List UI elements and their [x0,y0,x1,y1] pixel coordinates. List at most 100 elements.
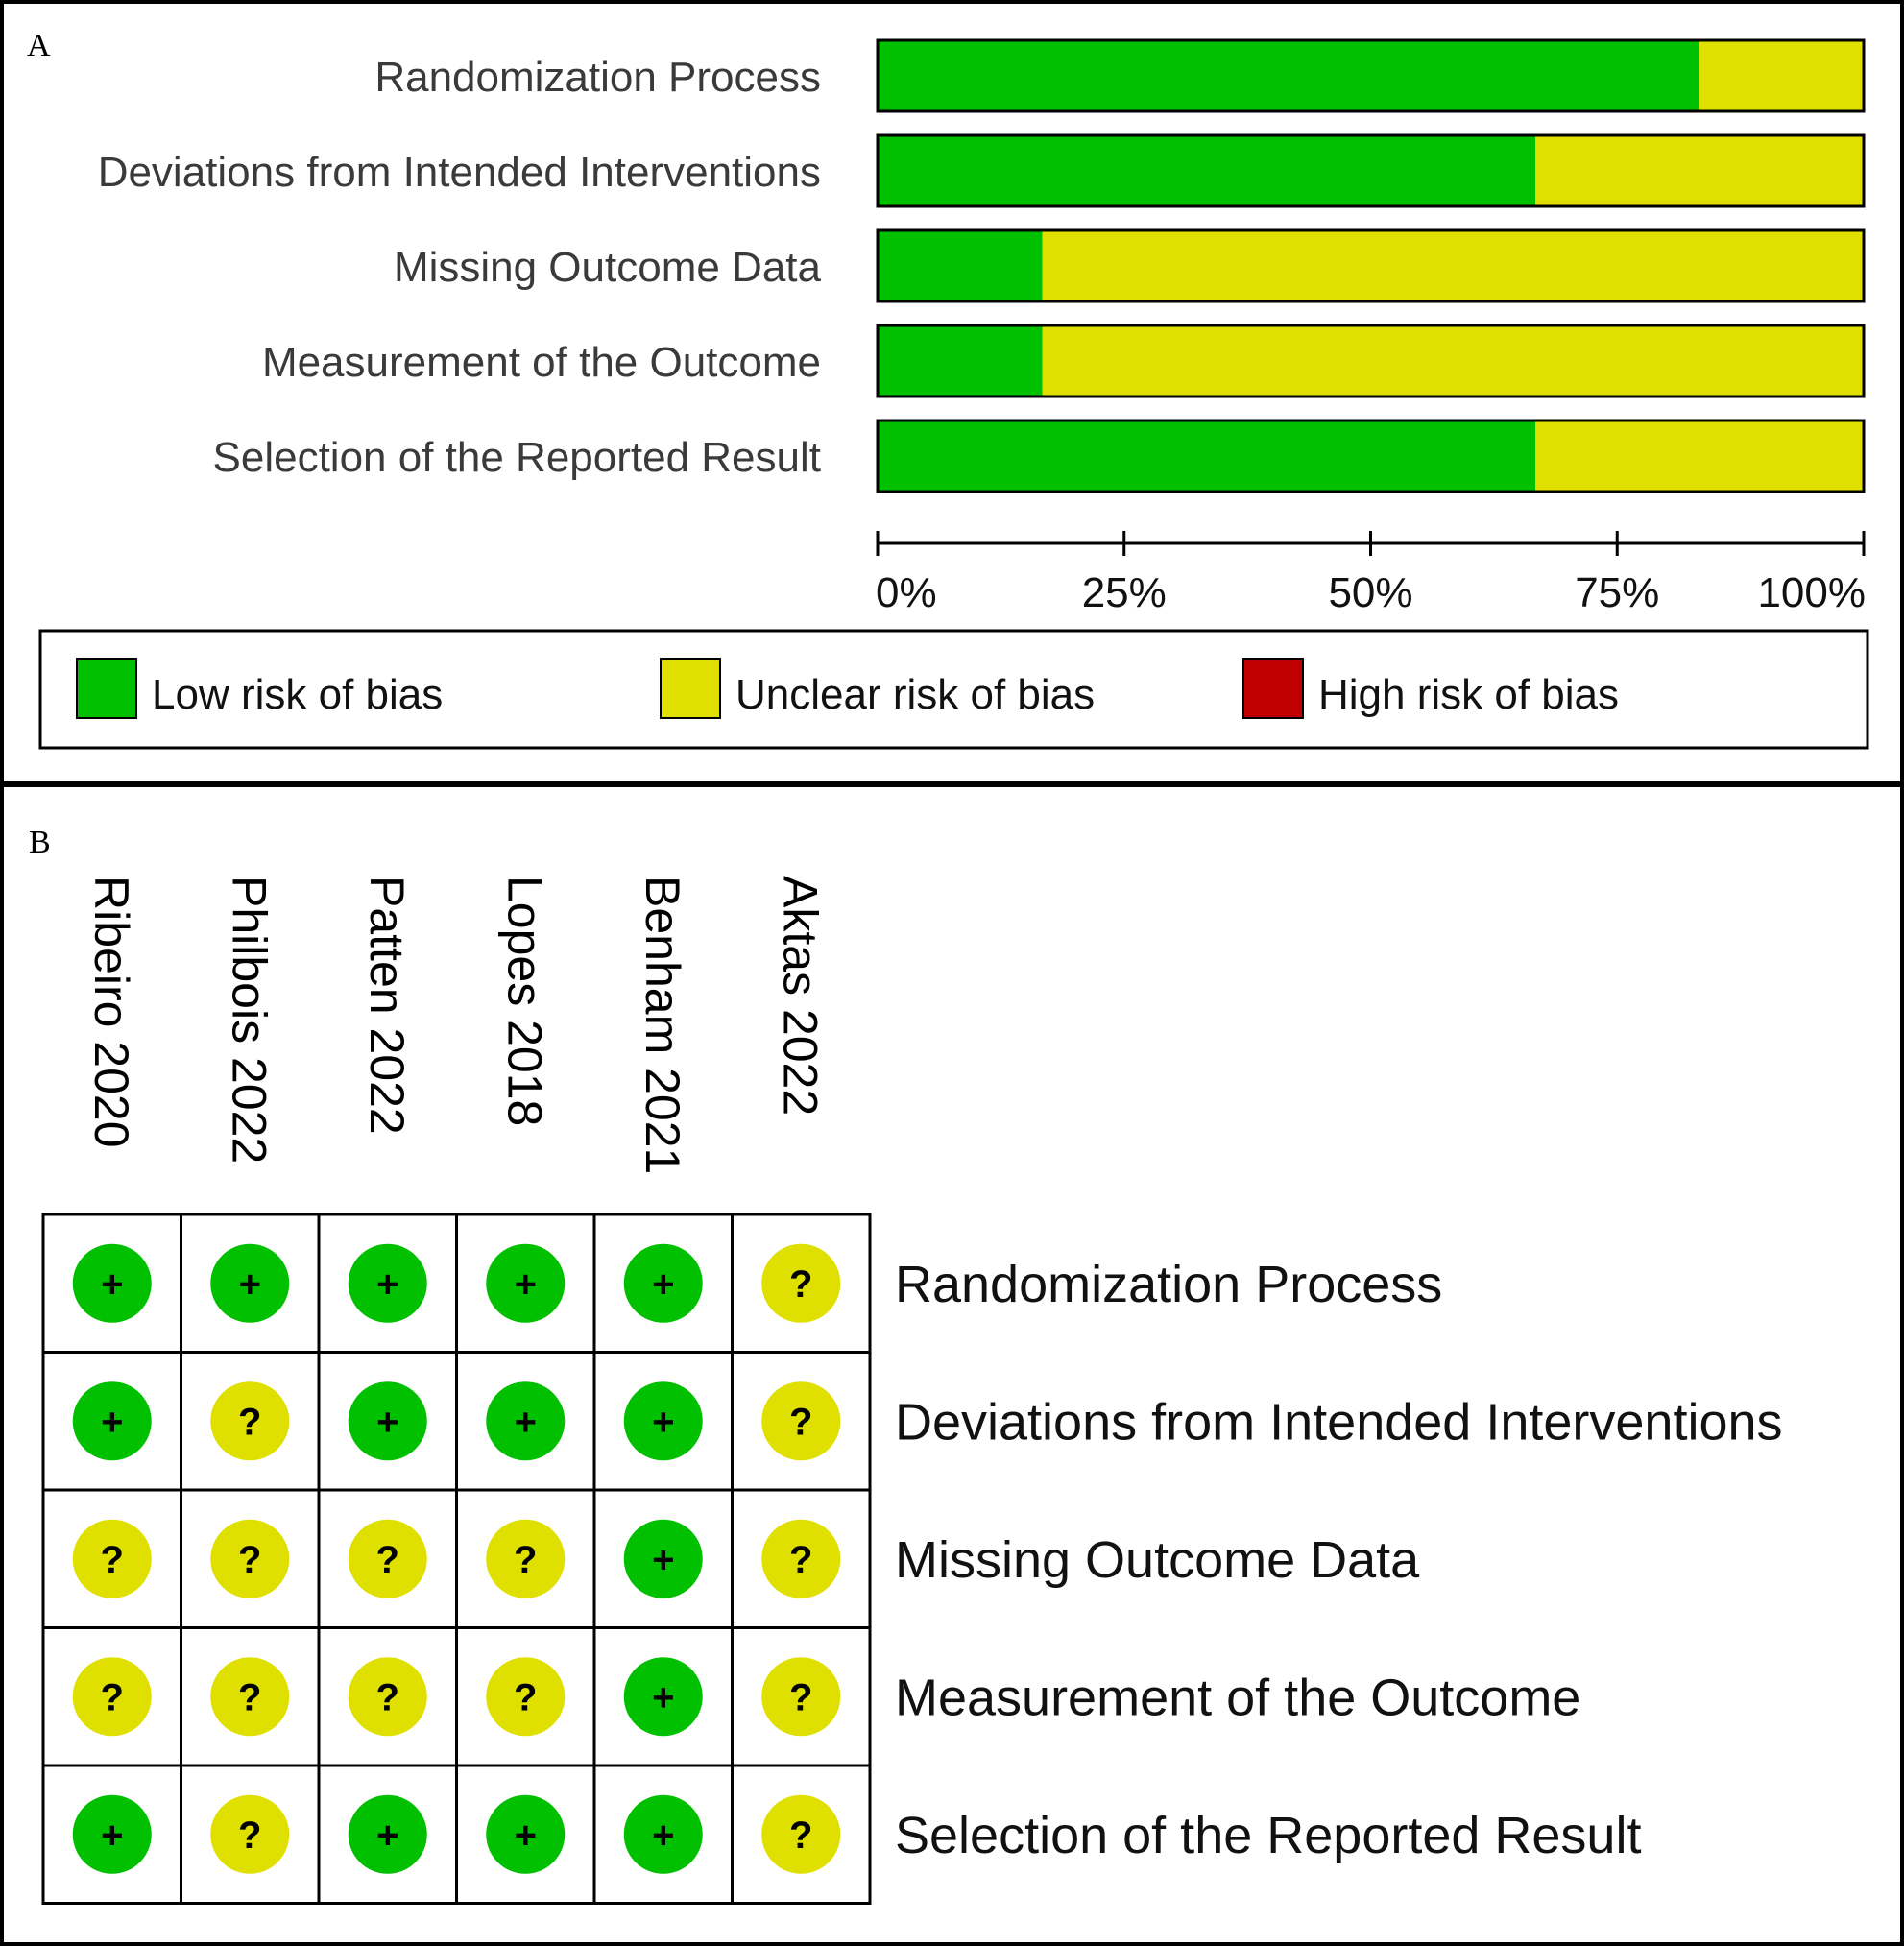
judgement-dot [486,1243,566,1323]
judgement-dot [761,1519,841,1598]
judgement-symbol: ? [789,1263,812,1306]
judgement-symbol: + [376,1814,398,1857]
judgement-symbol: ? [376,1539,399,1581]
judgement-dot [486,1519,566,1598]
domain-label: Selection of the Reported Result [895,1807,1641,1864]
domain-label: Randomization Process [895,1256,1442,1313]
judgement-dot [72,1243,152,1323]
bar-segment [1042,230,1864,301]
judgement-symbol: ? [789,1814,812,1857]
judgement-symbol: + [652,1676,674,1718]
judgement-dot [72,1519,152,1598]
bar-segment [1699,40,1864,111]
judgement-symbol: + [652,1263,674,1306]
judgement-dot [486,1657,566,1737]
judgement-symbol: ? [238,1814,261,1857]
judgement-dot [623,1381,703,1461]
bar-outline [876,228,1866,303]
study-label: Patten 2022 [360,876,414,1135]
bar-segment [1042,325,1864,396]
legend-label: Unclear risk of bias [735,671,1095,718]
legend-box [38,629,1869,750]
judgement-dot [623,1794,703,1874]
legend-swatch [660,658,721,719]
traffic-light-grid: Ribeiro 2020 Philbois 2022 Patten 2022 Lope… [41,876,1783,1905]
judgement-symbol: + [101,1814,123,1857]
x-tick-label: 50% [1328,569,1412,616]
judgement-dot [623,1657,703,1737]
judgement-dot [761,1657,841,1737]
judgement-dot [623,1519,703,1598]
legend-label: Low risk of bias [152,671,443,718]
study-label: Lopes 2018 [497,876,551,1126]
judgement-symbol: + [515,1814,537,1857]
judgement-symbol: + [376,1263,398,1306]
judgement-dot [210,1243,290,1323]
judgement-dot [761,1381,841,1461]
judgement-symbol: ? [514,1539,537,1581]
bar-segment [878,40,1699,111]
bar-segment [878,230,1043,301]
bar-outline [876,38,1866,113]
bar-row-label: Missing Outcome Data [394,244,822,291]
legend-label: High risk of bias [1318,671,1619,718]
study-label: Philbois 2022 [222,876,276,1164]
study-label: Benham 2021 [636,876,689,1174]
domain-label: Deviations from Intended Interventions [895,1393,1783,1451]
x-tick-label: 75% [1575,569,1659,616]
bar-segment [878,420,1536,492]
grid-cell [592,1626,734,1767]
judgement-dot [486,1794,566,1874]
x-tick-label: 0% [876,569,937,616]
legend-swatch [76,658,137,719]
judgement-dot [348,1657,427,1737]
judgement-dot [348,1381,427,1461]
panel-b-label: B [29,825,51,860]
judgement-symbol: ? [789,1539,812,1581]
judgement-symbol: ? [376,1676,399,1718]
judgement-dot [623,1243,703,1323]
judgement-symbol: ? [789,1401,812,1443]
judgement-symbol: ? [238,1539,261,1581]
judgement-symbol: + [101,1401,123,1443]
x-tick-label: 25% [1082,569,1167,616]
bar-row-label: Measurement of the Outcome [262,339,821,386]
judgement-dot [348,1243,427,1323]
bar-outline [876,133,1866,208]
panel-a-label: A [27,28,51,63]
judgement-symbol: + [652,1401,674,1443]
judgement-dot [348,1794,427,1874]
judgement-dot [72,1657,152,1737]
judgement-symbol: ? [789,1676,812,1718]
judgement-symbol: + [652,1539,674,1581]
judgement-symbol: + [376,1401,398,1443]
bar-outline [876,324,1866,398]
judgement-symbol: + [101,1263,123,1306]
judgement-dot [210,1657,290,1737]
bar-row-label: Selection of the Reported Result [213,434,822,481]
judgement-symbol: + [515,1401,537,1443]
bar-segment [1535,420,1864,492]
panel-b-frame [0,783,1904,1946]
judgement-dot [210,1381,290,1461]
judgement-dot [761,1243,841,1323]
judgement-dot [761,1794,841,1874]
judgement-dot [486,1381,566,1461]
bar-row-label: Randomization Process [374,54,821,101]
bar-segment [1535,135,1864,206]
domain-label: Measurement of the Outcome [895,1669,1580,1726]
judgement-symbol: + [515,1263,537,1306]
judgement-symbol: ? [238,1676,261,1718]
judgement-symbol: + [652,1814,674,1857]
bar-row-label: Deviations from Intended Interventions [98,149,821,196]
judgement-dot [72,1794,152,1874]
judgement-dot [72,1381,152,1461]
judgement-dot [210,1794,290,1874]
bar-segment [878,325,1043,396]
judgement-symbol: ? [514,1676,537,1718]
study-label: Ribeiro 2020 [84,876,138,1148]
study-label: Aktas 2022 [773,876,827,1116]
judgement-symbol: ? [101,1676,124,1718]
